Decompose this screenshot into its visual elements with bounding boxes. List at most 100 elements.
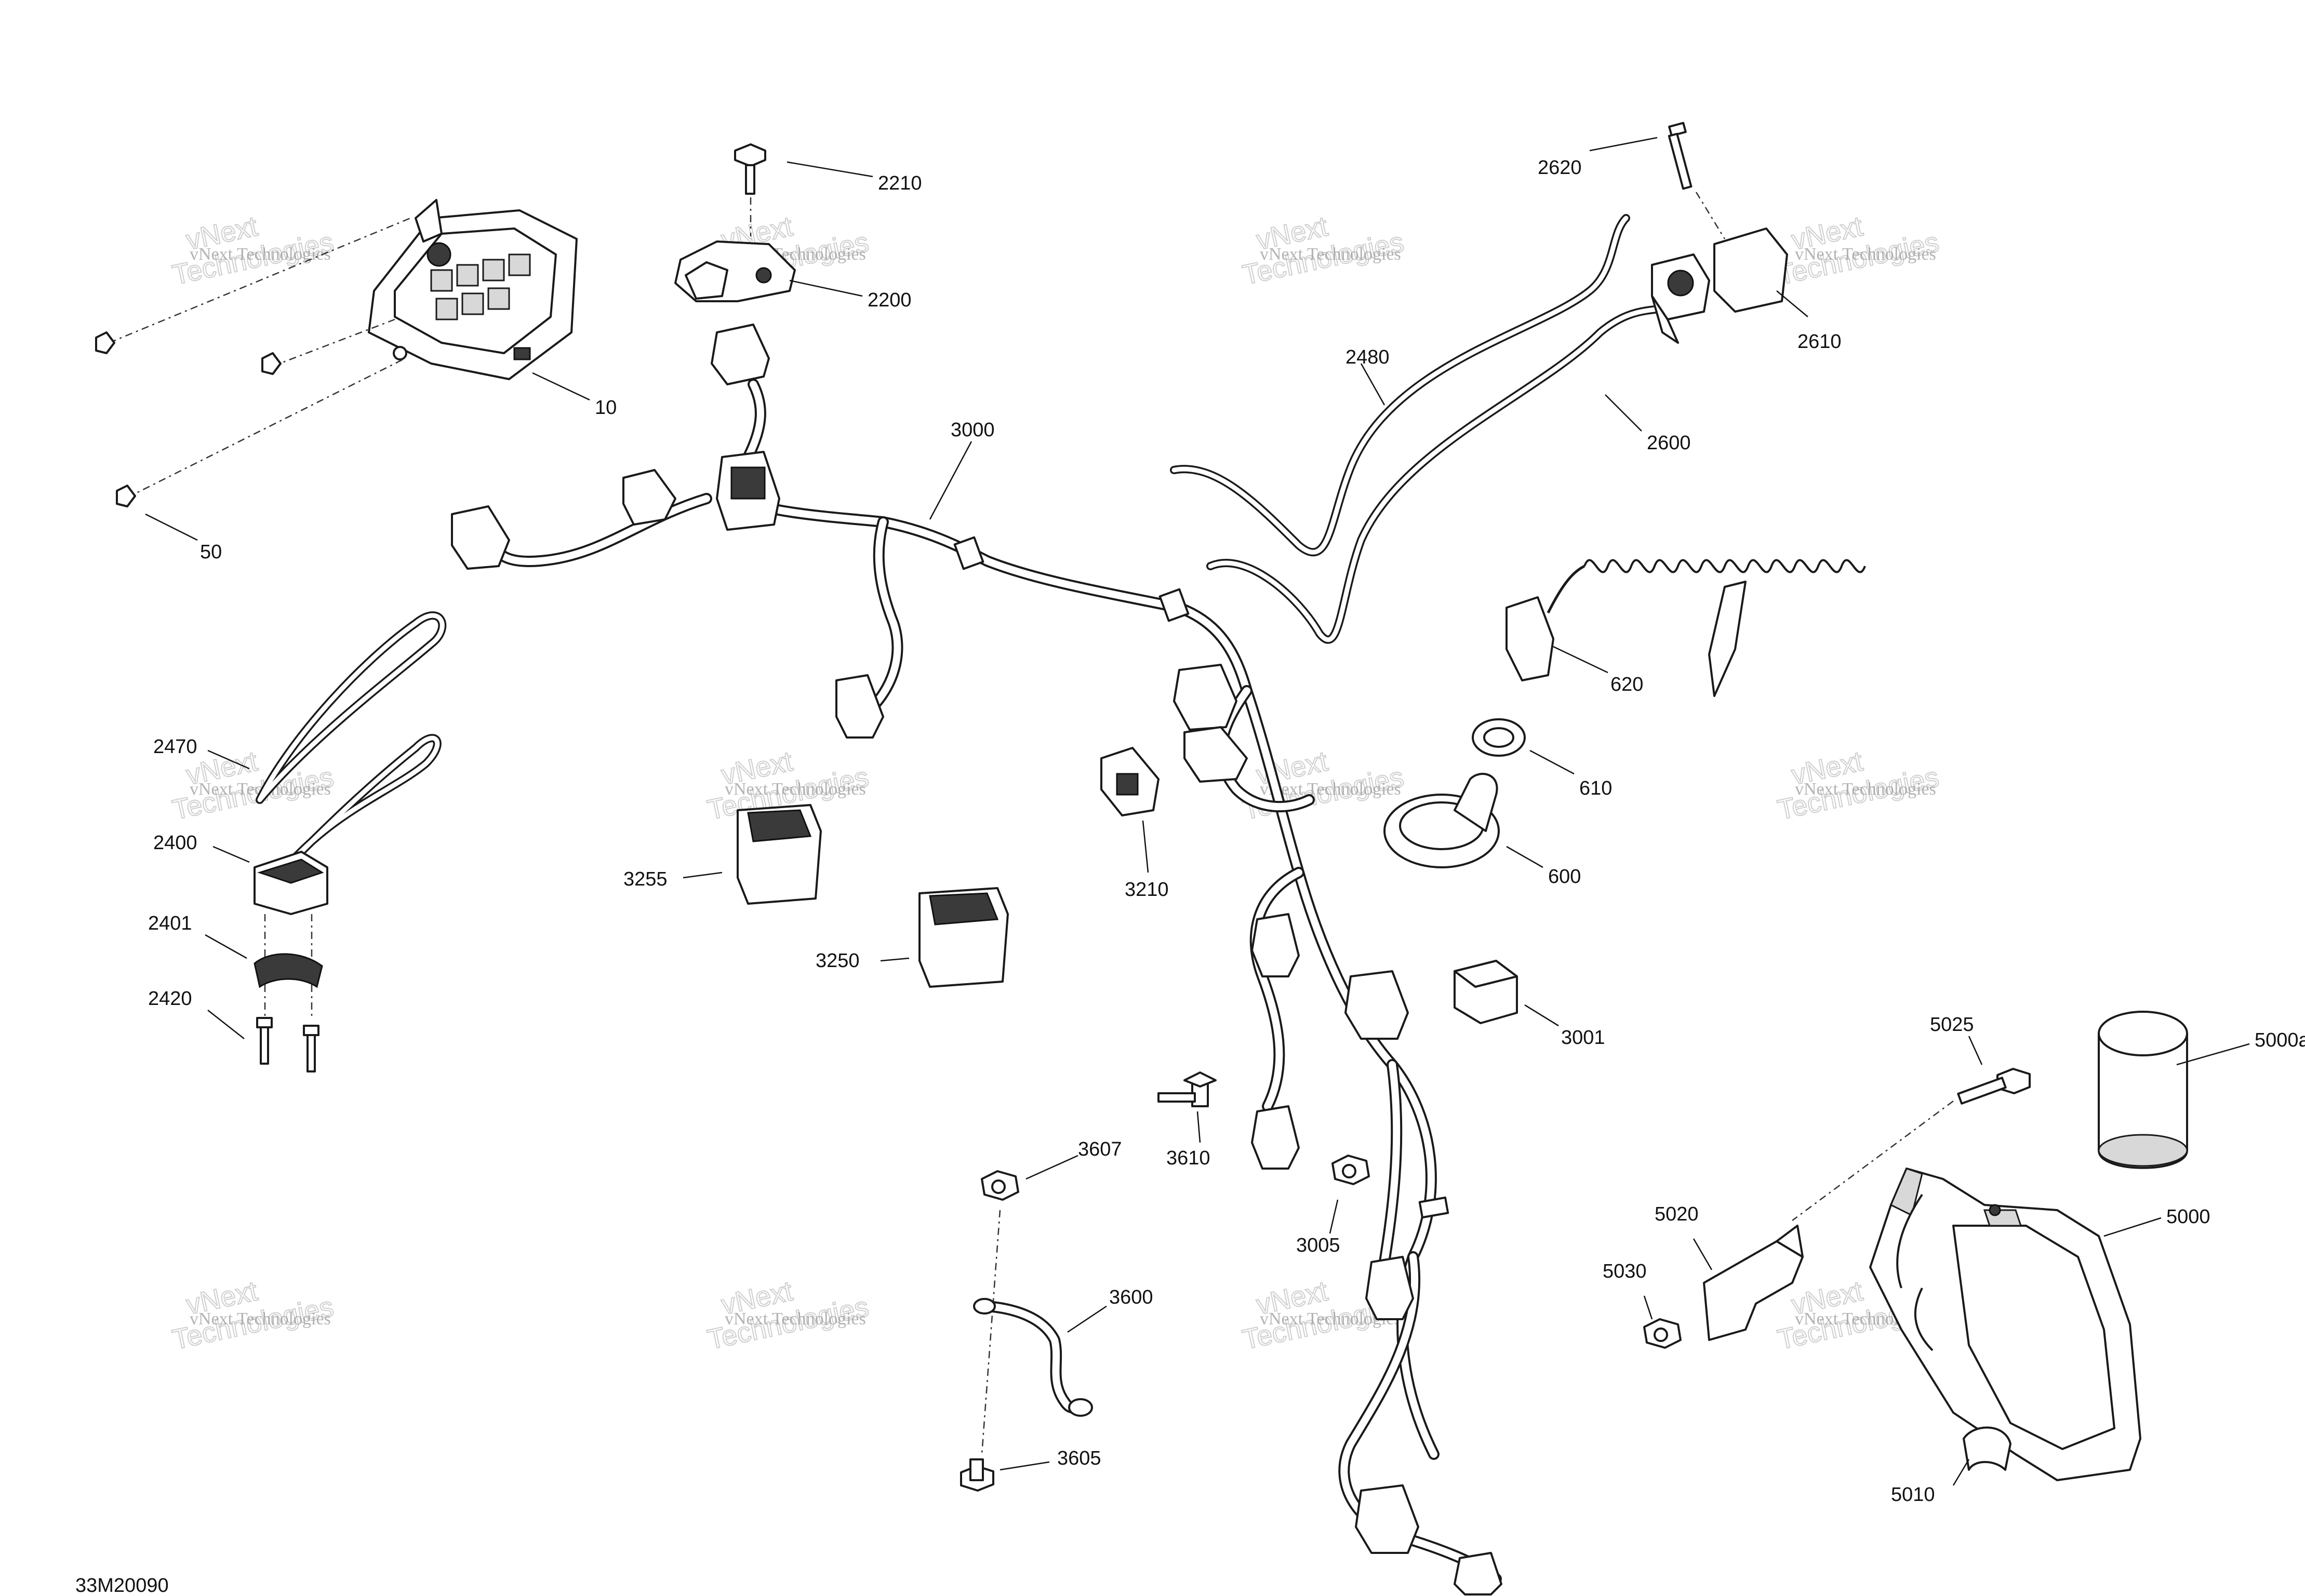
callout-620: 620 — [1610, 674, 1643, 695]
watermark-text: vNext Technologies — [1795, 245, 1936, 264]
leader-line — [789, 279, 863, 297]
watermark-text: vNext Technologies — [190, 1309, 331, 1329]
part-2600-tube — [1206, 302, 1682, 644]
leader-line — [1067, 1305, 1107, 1333]
leader-line — [1693, 1238, 1713, 1270]
part-600-switch — [1383, 773, 1500, 868]
assembly-line — [1695, 192, 1726, 239]
leader-line — [207, 749, 250, 770]
part-5000a-filter — [2098, 1011, 2188, 1169]
leader-line — [787, 161, 873, 178]
part-5020-bracket — [1703, 1225, 1804, 1341]
part-5000-ecu — [1869, 1168, 2141, 1481]
part-5030-nut — [1643, 1318, 1682, 1349]
callout-2401: 2401 — [148, 913, 192, 934]
part-2620-pin — [1668, 122, 1693, 190]
callout-5000a: 5000a — [2255, 1029, 2305, 1051]
part-2610-connector — [1651, 227, 1788, 344]
callout-2420: 2420 — [148, 988, 192, 1010]
leader-line — [1524, 1004, 1559, 1027]
part-610-grommet — [1472, 718, 1526, 757]
callout-3607: 3607 — [1078, 1138, 1122, 1160]
watermark-text: vNext Technologies — [725, 780, 866, 799]
diagram-id: 33M20090 — [75, 1575, 169, 1596]
callout-2480: 2480 — [1345, 346, 1390, 368]
callout-5025: 5025 — [1930, 1014, 1974, 1036]
leader-line — [1329, 1199, 1339, 1234]
leader-line — [1605, 394, 1642, 432]
leader-line — [2176, 1043, 2250, 1066]
assembly-line — [127, 357, 406, 499]
leader-line — [1000, 1461, 1050, 1471]
callout-2610: 2610 — [1797, 331, 1842, 353]
part-5025-bolt — [1957, 1068, 2031, 1105]
callout-3600: 3600 — [1109, 1286, 1153, 1308]
leader-line — [1776, 290, 1808, 317]
watermark-text: vNext Technologies — [1795, 780, 1936, 799]
callout-10: 10 — [595, 397, 617, 419]
leader-line — [1196, 1111, 1201, 1143]
callout-3250: 3250 — [816, 950, 860, 972]
callout-2400: 2400 — [153, 832, 197, 854]
leader-line — [212, 846, 250, 863]
leader-line — [532, 372, 590, 401]
leader-line — [1506, 846, 1543, 868]
watermark: Technologies vNext — [1240, 210, 1407, 291]
part-2400-clamp — [254, 851, 328, 915]
leader-line — [1360, 363, 1385, 406]
callout-5030: 5030 — [1603, 1260, 1647, 1282]
callout-3610: 3610 — [1166, 1147, 1210, 1169]
leader-line — [207, 1010, 245, 1039]
part-2200-sensor — [674, 240, 796, 302]
leader-line — [145, 513, 198, 541]
leader-line — [1553, 646, 1608, 674]
part-620-coil-cord — [1505, 559, 1866, 697]
part-3005-nut — [1331, 1155, 1370, 1185]
part-3607-nut — [981, 1170, 1019, 1201]
callout-5010: 5010 — [1891, 1484, 1935, 1506]
leader-line — [1952, 1459, 1970, 1486]
watermark-text: vNext Technologies — [725, 1309, 866, 1329]
callout-600: 600 — [1548, 866, 1581, 888]
part-2210-bolt — [734, 143, 766, 195]
callout-3001: 3001 — [1561, 1027, 1605, 1049]
part-2420-screw — [256, 1017, 319, 1072]
callout-3000: 3000 — [951, 419, 995, 441]
leader-line — [1529, 749, 1575, 775]
callout-5020: 5020 — [1655, 1203, 1699, 1225]
leader-line — [880, 957, 910, 962]
watermark: Technologies vNext — [1775, 745, 1942, 826]
leader-line — [1643, 1295, 1653, 1320]
callout-5000: 5000 — [2166, 1206, 2210, 1228]
watermark-text: vNext Technologies — [1260, 245, 1401, 264]
part-5010-clip — [1963, 1426, 2011, 1471]
assembly-line — [981, 1210, 1001, 1455]
watermark: Technologies vNext — [1775, 210, 1942, 291]
callout-2620: 2620 — [1538, 157, 1582, 179]
leader-line — [1142, 820, 1149, 873]
watermarks: Technologies vNext vNext Technologies Te… — [169, 210, 1942, 1356]
watermark: Technologies vNext — [169, 1275, 337, 1356]
callout-2600: 2600 — [1647, 432, 1691, 454]
part-3605-bolt — [960, 1458, 994, 1492]
part-3250-switch — [918, 887, 1009, 988]
assembly-line — [109, 217, 411, 344]
leader-line — [683, 871, 723, 879]
assembly-line — [272, 318, 395, 367]
assembly-line — [1792, 1100, 1954, 1222]
part-2470-strap — [256, 611, 447, 866]
callout-50: 50 — [200, 541, 222, 563]
part-10-control-module — [368, 199, 578, 380]
part-2480-tube — [1170, 214, 1630, 557]
part-3000-wiring-harness — [451, 324, 1502, 1595]
callout-610: 610 — [1579, 777, 1612, 799]
part-3210-connector — [1100, 747, 1160, 816]
part-3610-stud — [1157, 1071, 1217, 1107]
callout-2210: 2210 — [878, 172, 922, 194]
leader-line — [1025, 1155, 1078, 1180]
leader-line — [2103, 1217, 2162, 1237]
callout-3255: 3255 — [623, 868, 668, 890]
callout-3210: 3210 — [1125, 879, 1169, 901]
part-2401-clamp-half — [254, 953, 323, 988]
